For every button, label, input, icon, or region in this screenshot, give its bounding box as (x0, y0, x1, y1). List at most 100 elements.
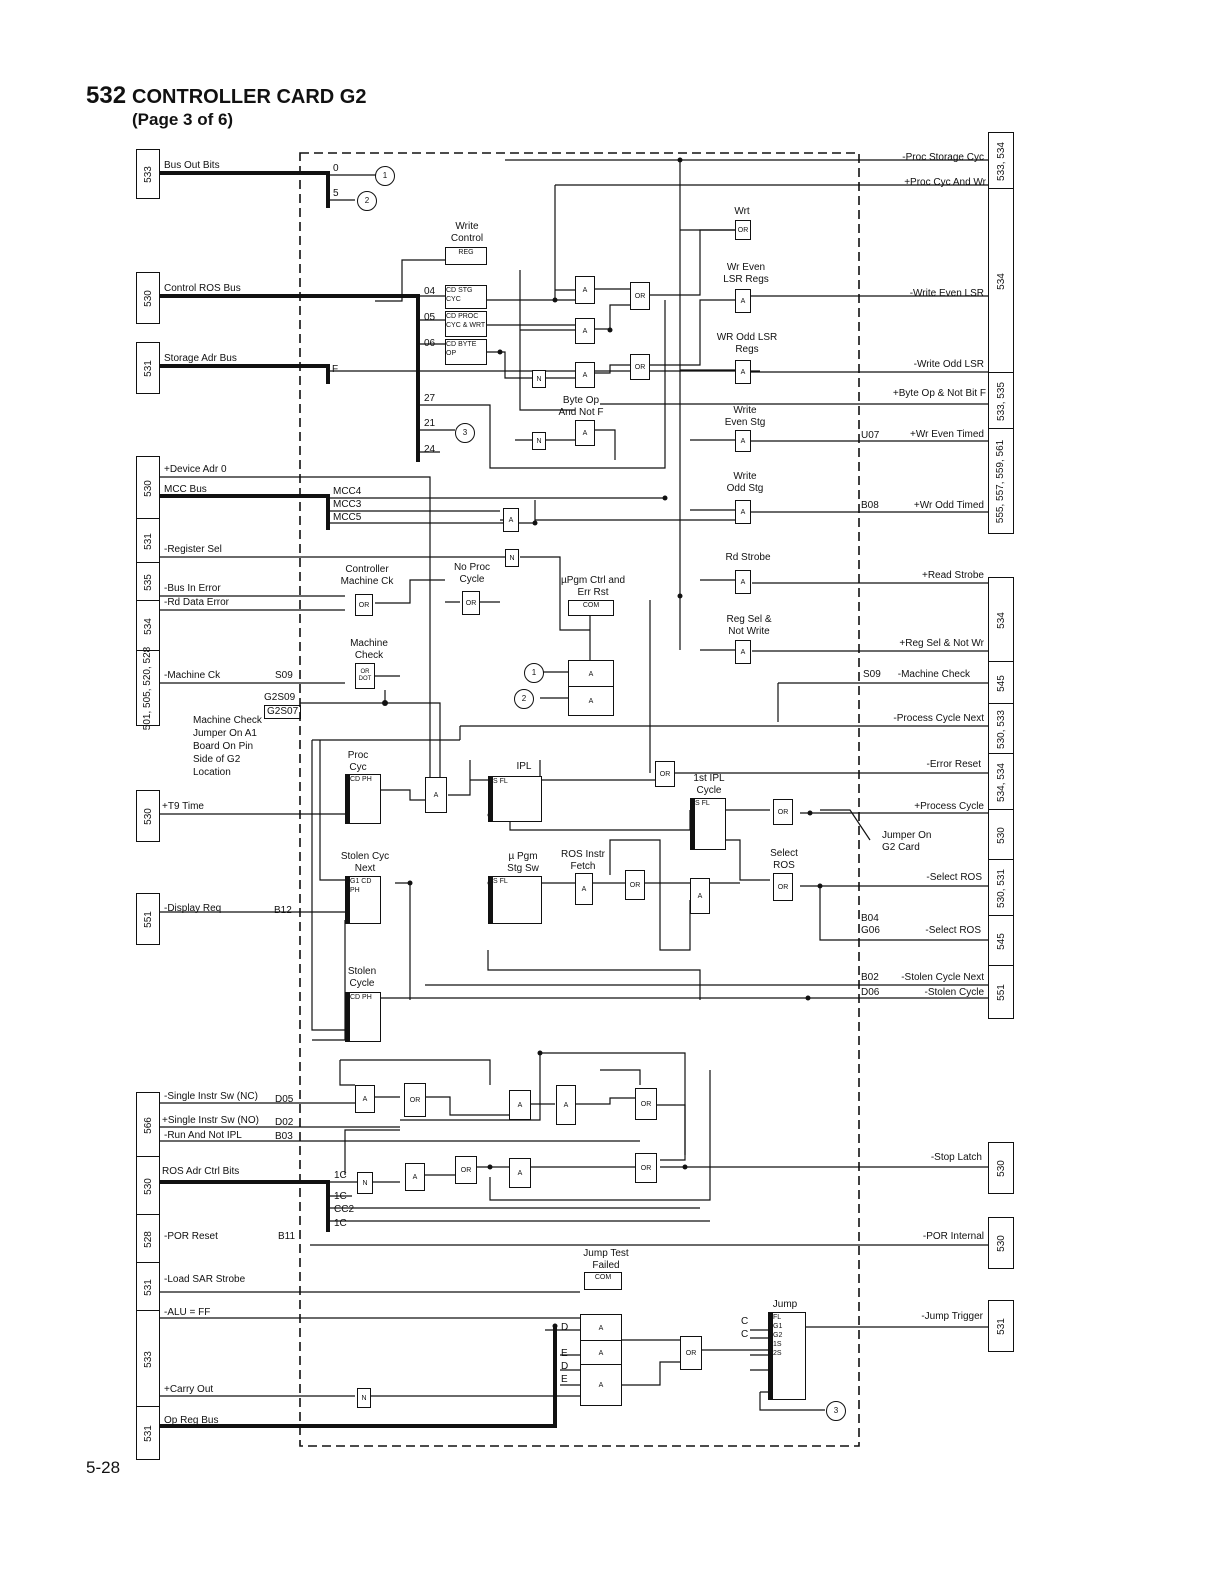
and-gate-3: A (575, 362, 595, 388)
signal-device-adr-0: +Device Adr 0 (164, 464, 227, 475)
left-connector-530-b: 530 (136, 456, 160, 520)
block-label-rd-strobe: Rd Strobe (725, 552, 771, 563)
left-connector-531-c: 531 (136, 1262, 160, 1312)
and-gate-2: A (575, 318, 595, 344)
block-label-controller-machine-ck: Controller Machine Ck (340, 564, 394, 587)
block-label-no-proc-cycle: No Proc Cycle (453, 562, 491, 585)
signal-single-instr-nc: -Single Instr Sw (NC) (164, 1091, 258, 1102)
pin-b04: B04 (861, 913, 879, 924)
bus-bit-e2: E (561, 1374, 568, 1385)
and-gate-rd-strobe: A (735, 570, 751, 594)
signal-run-and-not-ipl: -Run And Not IPL (164, 1130, 242, 1141)
block-label-reg-sel-not-write: Reg Sel & Not Write (726, 614, 772, 637)
bus-bit-mcc4: MCC4 (333, 486, 362, 497)
and-gate-proc-cyc: A (425, 777, 447, 813)
signal-load-sar-strobe: -Load SAR Strobe (164, 1274, 246, 1285)
reference-circle-1-top: 1 (375, 166, 395, 186)
right-connector-534: 534 (988, 188, 1014, 374)
bus-bit-cc2: CC2 (334, 1204, 355, 1215)
block-label-jump: Jump (772, 1299, 798, 1310)
block-label-write-even-stg: Write Even Stg (724, 405, 766, 428)
not-gate-1: N (532, 370, 546, 388)
signal-stolen-cycle-next: -Stolen Cycle Next (901, 972, 984, 983)
signal-write-even-lsr: -Write Even LSR (909, 288, 984, 299)
or-gate-controller-machine-ck: OR (355, 594, 373, 616)
or-gate-no-proc-cycle: OR (462, 591, 480, 615)
signal-single-instr-no: +Single Instr Sw (NO) (162, 1115, 259, 1126)
signal-rd-data-error: -Rd Data Error (164, 597, 230, 608)
not-gate-carry-out: N (357, 1388, 371, 1408)
and-gate-1: A (575, 276, 595, 304)
or-gate-ros-fetch: OR (625, 870, 645, 900)
and-gate-mcc: A (503, 508, 519, 532)
and-gate-ros-fetch: A (575, 873, 593, 905)
bus-bit-mcc3: MCC3 (333, 499, 362, 510)
page-number: 5-28 (86, 1458, 121, 1477)
left-connector-530: 530 (136, 272, 160, 324)
signal-bus-out-bits: Bus Out Bits (164, 160, 220, 171)
or-gate-odd: OR (630, 354, 650, 380)
pin-d06: D06 (861, 987, 880, 998)
page-subtitle: (Page 3 of 6) (132, 110, 234, 129)
right-connector-530: 530 (988, 809, 1014, 861)
stolen-cycle-latch: CD PH (345, 992, 381, 1042)
or-gate-stop-1: OR (635, 1088, 657, 1120)
byte-op-latch: CD BYTE OP (445, 339, 487, 365)
and-gate-write-odd-stg: A (735, 500, 751, 524)
block-label-machine-check-jumper: Machine Check Jumper On A1 Board On Pin … (193, 715, 262, 778)
block-label-wr-even-lsr: Wr Even LSR Regs (723, 262, 769, 285)
left-connector-528: 528 (136, 1214, 160, 1264)
left-connector-501-505-520-528: 501, 505, 520, 528 (136, 646, 160, 730)
card-outline (299, 152, 860, 1447)
or-gate-single-instr: OR (404, 1083, 426, 1117)
pin-g2s07: G2S07 (264, 705, 302, 719)
block-label-byte-op-not-f: Byte Op And Not F (558, 395, 604, 418)
pin-d05: D05 (275, 1094, 294, 1105)
jump-test-com-block: COM (584, 1272, 622, 1290)
bus-bit-c1: C (741, 1316, 749, 1327)
and-gate-byte-op: A (575, 420, 595, 446)
bus-bit-c2: C (741, 1329, 749, 1340)
signal-proc-cyc-and-wr: +Proc Cyc And Wr (904, 177, 986, 188)
signal-jump-trigger: -Jump Trigger (921, 1311, 983, 1322)
right-connector-534-534: 534, 534 (988, 753, 1014, 811)
left-connector-566: 566 (136, 1092, 160, 1158)
signal-wr-even-timed: +Wr Even Timed (909, 429, 984, 440)
or-gate-ros-adr: OR (455, 1156, 477, 1184)
left-connector-530-d: 530 (136, 1156, 160, 1216)
pin-s09-left: S09 (275, 670, 293, 681)
signal-byte-op-not-bit-f: +Byte Op & Not Bit F (892, 388, 986, 399)
reference-circle-1-mid: 1 (524, 663, 544, 683)
pin-b12: B12 (274, 905, 292, 916)
bus-bit-5: 5 (333, 188, 339, 199)
signal-select-ros-1: -Select ROS (926, 872, 982, 883)
signal-por-internal: -POR Internal (922, 1231, 984, 1242)
right-connector-555-557-559-561: 555, 557, 559, 561 (988, 428, 1014, 534)
signal-t9-time: +T9 Time (162, 801, 204, 812)
block-label-upgm-ctrl-err-rst: µPgm Ctrl and Err Rst (560, 575, 626, 598)
or-gate-wrt: OR (735, 220, 751, 240)
bus-bit-1c-b: 1C (334, 1191, 347, 1202)
bus-bit-0: 0 (333, 163, 339, 174)
right-connector-530-b: 530 (988, 1142, 1014, 1194)
block-label-stolen-cyc-next: Stolen Cyc Next (340, 851, 390, 874)
left-connector-535: 535 (136, 562, 160, 602)
signal-select-ros-2: -Select ROS (925, 925, 981, 936)
block-label-first-ipl-cycle: 1st IPL Cycle (693, 773, 725, 796)
reference-circle-2-mid: 2 (514, 689, 534, 709)
and-gate-upgm-1: A (568, 660, 614, 688)
upgm-com-block: COM (568, 600, 614, 616)
block-label-machine-check: Machine Check (350, 638, 388, 661)
or-gate-even: OR (630, 282, 650, 310)
left-connector-531-b: 531 (136, 518, 160, 564)
signal-machine-ck: -Machine Ck (164, 670, 221, 681)
pin-g06: G06 (861, 925, 880, 936)
and-gate-wr-odd-lsr: A (735, 360, 751, 384)
signal-por-reset: -POR Reset (164, 1231, 218, 1242)
signal-proc-storage-cyc: -Proc Storage Cyc (902, 152, 984, 163)
bus-bit-d2: D (561, 1361, 569, 1372)
pin-b08: B08 (861, 500, 879, 511)
and-gate-upgm-2: A (568, 686, 614, 716)
bus-bit-05: 05 (424, 312, 436, 323)
